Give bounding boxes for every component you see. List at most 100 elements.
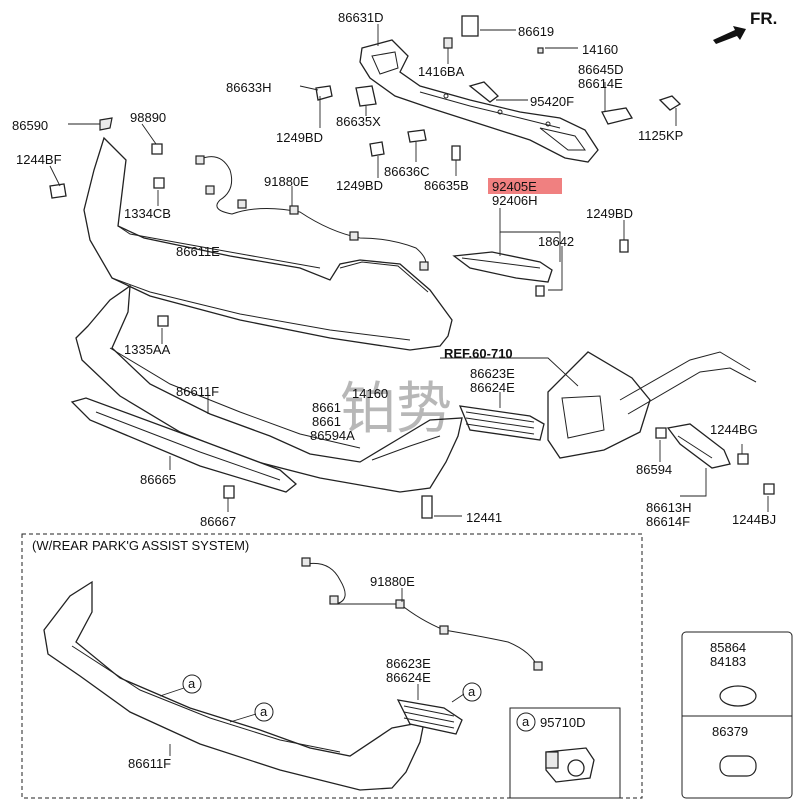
bolt-14160 (537, 47, 544, 54)
label-ref-60-710: REF.60-710 (444, 346, 513, 361)
label-18642: 18642 (538, 234, 574, 249)
label-86614F: 86614F (646, 514, 690, 529)
bracket-86645D (601, 107, 634, 125)
label-86590: 86590 (12, 118, 48, 133)
wiring-harness-91880E-b (301, 557, 543, 671)
label-91880E-a: 91880E (264, 174, 309, 189)
label-1249BD-c: 1249BD (586, 206, 633, 221)
label-84183: 84183 (710, 654, 746, 669)
watermark-text: 铂势 (340, 377, 452, 442)
clip-98890 (151, 143, 163, 155)
clip-86594 (655, 427, 667, 439)
callout-a-2 (254, 702, 274, 722)
clip-86590 (99, 117, 113, 131)
label-8661-x: 8661 (312, 400, 341, 415)
clip-86667 (223, 485, 235, 499)
label-86594A: 86594A (310, 428, 355, 443)
bolt-1125KP (658, 95, 682, 111)
label-1125KP: 1125KP (638, 128, 683, 143)
bolt-1244BJ (763, 483, 775, 495)
label-1335AA: 1335AA (124, 342, 171, 357)
bumper-lower-86611F-a (75, 284, 463, 493)
grille-86623E-b (396, 699, 463, 735)
highlight-92405E (488, 178, 562, 194)
label-86645D: 86645D (578, 62, 624, 77)
label-86623E-b: 86623E (386, 656, 431, 671)
label-95420F: 95420F (530, 94, 574, 109)
label-1334CB: 1334CB (124, 206, 171, 221)
bumper-cover-upper-86611E (83, 136, 453, 351)
part-86619-pad (461, 15, 479, 37)
sensor-95710D (545, 747, 595, 783)
label-86633H: 86633H (226, 80, 272, 95)
reflector-92405E (452, 251, 553, 283)
label-1244BJ: 1244BJ (732, 512, 776, 527)
label-86624E-a: 86624E (470, 380, 515, 395)
cap-86379 (719, 755, 757, 777)
skid-plate-86665 (70, 397, 298, 493)
callout-a-4 (516, 712, 536, 732)
label-1416BA: 1416BA (418, 64, 465, 79)
clip-86633H (315, 85, 333, 101)
body-panel-ref (547, 351, 757, 459)
bolt-1244BG (737, 453, 749, 465)
label-1249BD-b: 1249BD (336, 178, 383, 193)
clip-1334CB (153, 177, 165, 189)
label-86631D: 86631D (338, 10, 384, 25)
label-86623E-a: 86623E (470, 366, 515, 381)
front-direction-arrow (713, 26, 746, 44)
label-12441: 12441 (466, 510, 502, 525)
bolt-12441 (421, 495, 433, 519)
bumper-beam-bracket (359, 39, 599, 163)
label-91880E-b: 91880E (370, 574, 415, 589)
label-86635X: 86635X (336, 114, 381, 129)
label-86667: 86667 (200, 514, 236, 529)
plug-85864 (719, 685, 757, 707)
label-85864: 85864 (710, 640, 746, 655)
label-86635B: 86635B (424, 178, 469, 193)
screw-18642 (535, 285, 545, 297)
label-1244BF: 1244BF (16, 152, 62, 167)
callout-a-2-text: a (260, 704, 268, 719)
callout-a-1-text: a (188, 676, 196, 691)
callout-a-4-text: a (522, 714, 530, 729)
clip-1335AA (157, 315, 169, 327)
label-95710D: 95710D (540, 715, 586, 730)
label-14160-b: 14160 (352, 386, 388, 401)
callout-a-3 (462, 682, 482, 702)
bolt-1249BD-b (369, 141, 385, 157)
wiring-harness-91880E-a (195, 155, 429, 271)
label-1244BG: 1244BG (710, 422, 758, 437)
label-1249BD-a: 1249BD (276, 130, 323, 145)
callout-a-1 (182, 674, 202, 694)
callout-a-3-text: a (468, 684, 476, 699)
label-86379: 86379 (712, 724, 748, 739)
label-86611F-a: 86611F (176, 384, 219, 399)
label-86611F-b: 86611F (128, 756, 171, 771)
bumper-lower-86611F-b (43, 580, 425, 791)
retainer-86635X (355, 85, 377, 107)
section-title: (W/REAR PARK'G ASSIST SYSTEM) (32, 538, 249, 553)
label-86613H: 86613H (646, 500, 692, 515)
clip-1416BA (443, 37, 453, 49)
label-86665: 86665 (140, 472, 176, 487)
park-assist-section-box (21, 533, 643, 799)
label-86594: 86594 (636, 462, 672, 477)
bracket-95420F (468, 81, 499, 103)
bolt-1249BD-c (619, 239, 629, 253)
retainer-86635B (451, 145, 461, 161)
label-8661-y: 8661 (312, 414, 341, 429)
bolt-1244BF (49, 183, 67, 199)
bracket-86613H (666, 423, 731, 469)
grille-86623E-a (458, 405, 545, 441)
front-direction-label: FR. (750, 9, 777, 28)
label-86611E: 86611E (176, 244, 220, 259)
leader-lines-upper (299, 24, 677, 178)
label-92405E: 92405E (492, 179, 537, 194)
label-86619: 86619 (518, 24, 554, 39)
retainer-86636C (407, 129, 427, 143)
label-86614E: 86614E (578, 76, 623, 91)
label-86624E-b: 86624E (386, 670, 431, 685)
label-98890: 98890 (130, 110, 166, 125)
